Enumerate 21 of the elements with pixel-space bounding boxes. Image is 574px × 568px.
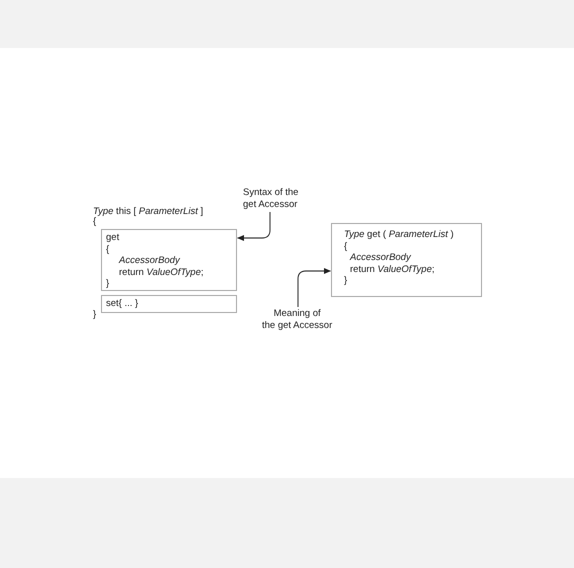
code-line: { <box>344 240 348 252</box>
code-line: } <box>106 278 110 290</box>
code-line: { <box>106 244 110 255</box>
callout-text: Syntax of the get Accessor <box>243 187 298 211</box>
brace: } <box>93 309 96 320</box>
code-line: AccessorBody <box>350 252 411 264</box>
code-box <box>101 229 237 290</box>
arrow <box>237 212 270 241</box>
code-box <box>101 295 237 313</box>
code-line: Type this [ ParameterList ] <box>93 206 204 217</box>
brace: { <box>93 216 96 228</box>
code-line: Type get ( ParameterList ) <box>344 229 454 240</box>
code-box <box>331 223 482 297</box>
arrow <box>298 268 331 308</box>
code-line: return ValueOfType; <box>350 264 434 275</box>
code-line: get <box>106 232 120 244</box>
code-line: } <box>344 275 348 286</box>
callout-text: Meaning of the get Accessor <box>262 308 332 332</box>
code-line: set{ ... } <box>106 298 138 310</box>
code-line: AccessorBody <box>119 255 180 266</box>
code-line: return ValueOfType; <box>119 266 204 278</box>
